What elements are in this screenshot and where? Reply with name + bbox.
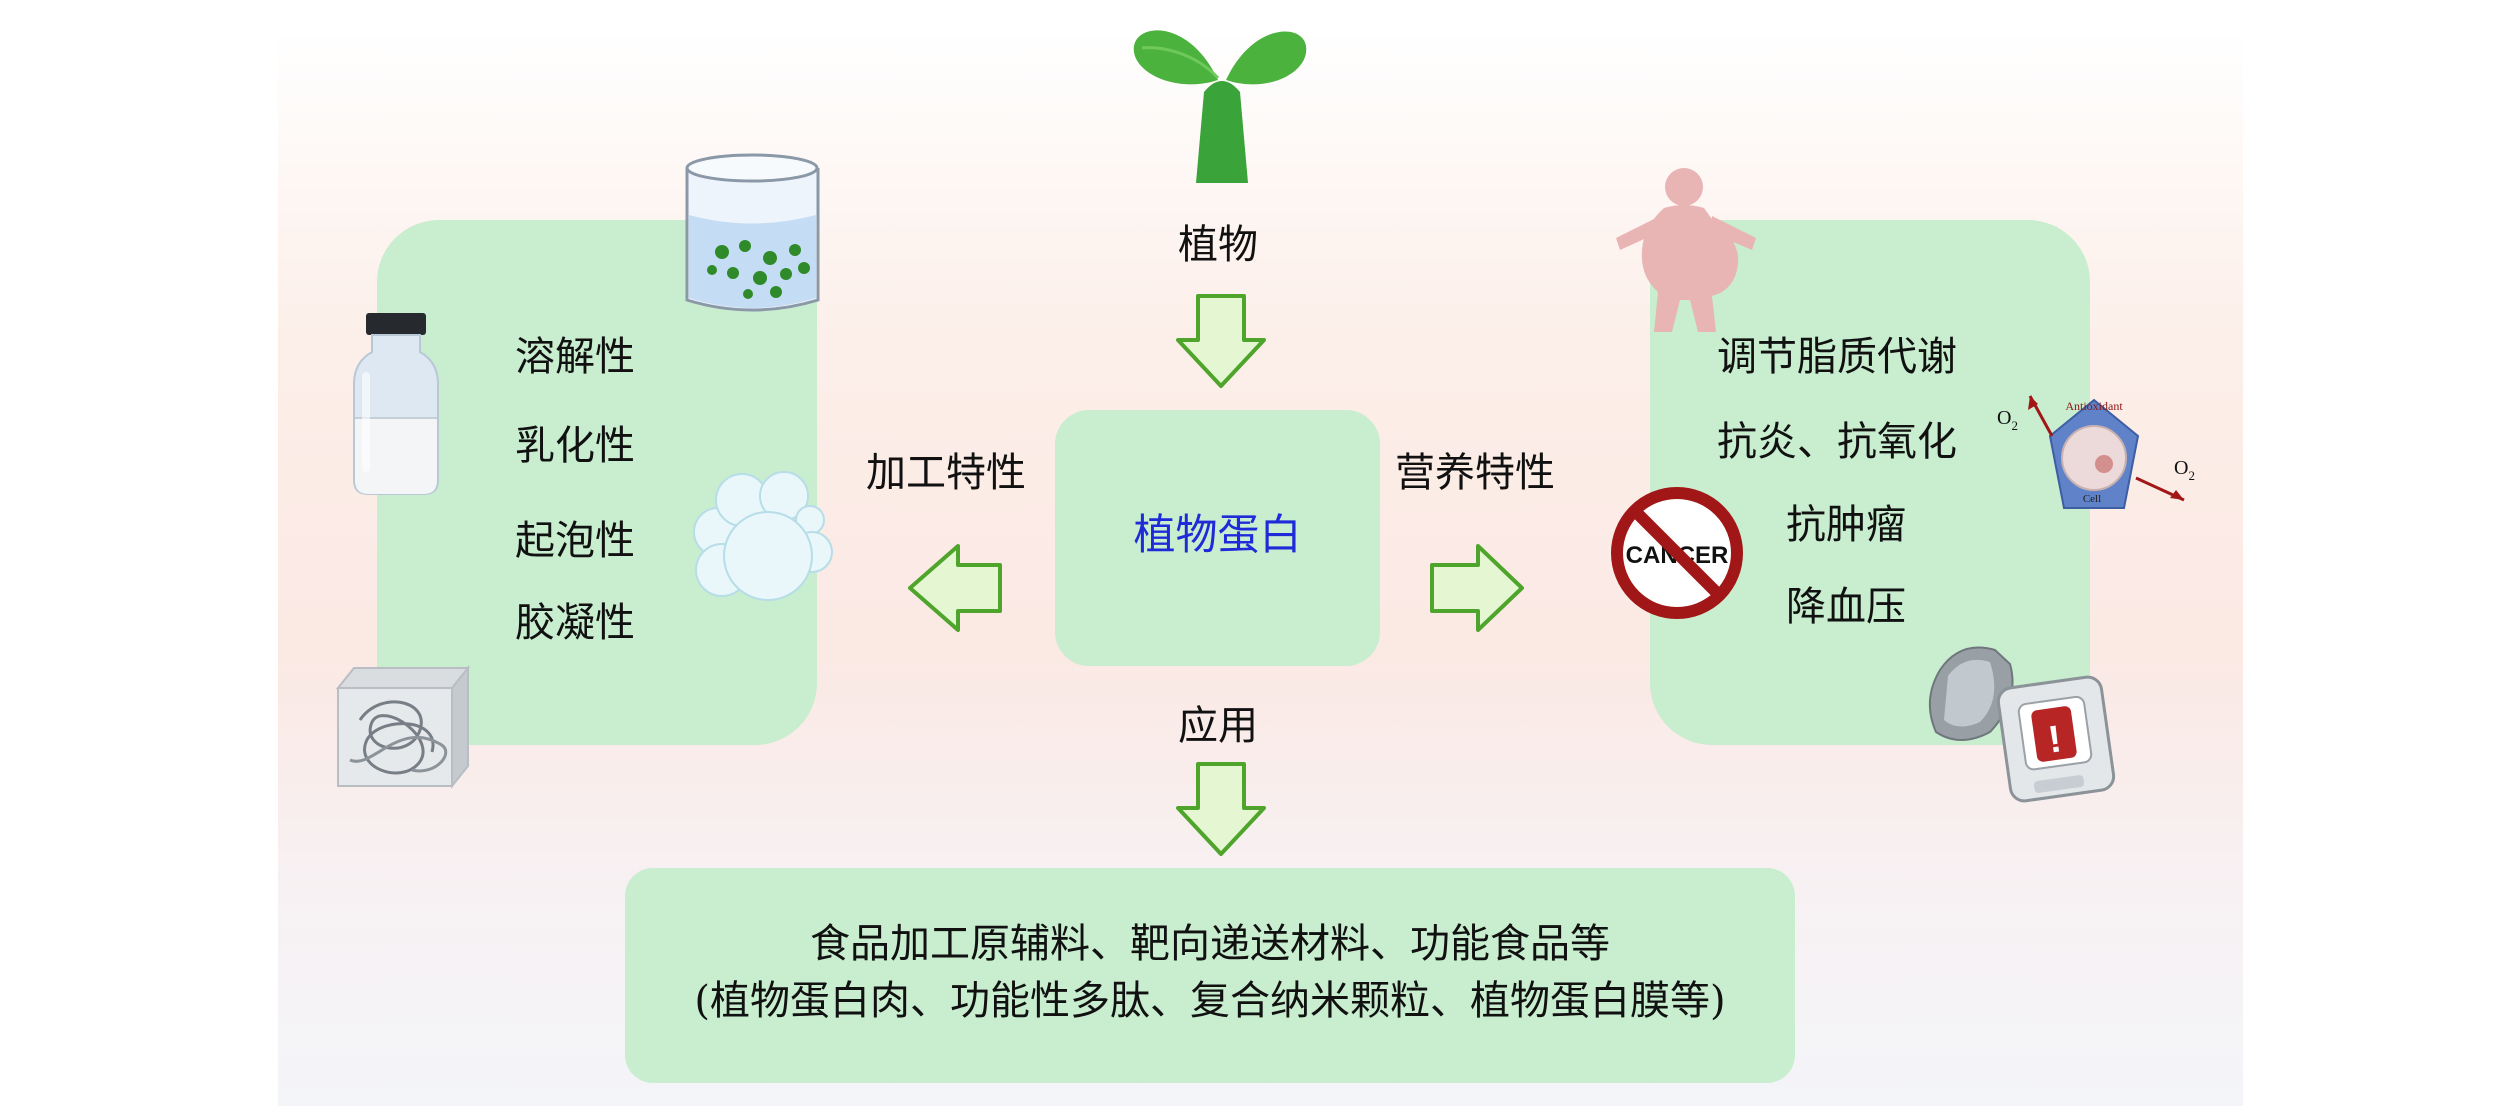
oxygen-label-2: O [2174, 457, 2188, 479]
nutritional-properties-label: 营养特性 [1395, 450, 1555, 496]
down-arrow-bottom [1176, 762, 1266, 856]
nutritional-properties-panel [1650, 220, 2090, 745]
right-arrow [1430, 544, 1524, 632]
applications-line-1: 食品加工原辅料、靶向递送材料、功能食品等 [810, 921, 1610, 967]
antioxidant-cell-icon: Antioxidant Cell O2 O2 [1997, 395, 2195, 509]
no-cancer-sign-icon: CANCER [1611, 487, 1743, 619]
alert-mark: ! [2046, 718, 2064, 761]
applications-line-2: (植物蛋白肉、功能性多肽、复合纳米颗粒、植物蛋白膜等) [694, 978, 1726, 1024]
plant-protein-box [1055, 410, 1380, 666]
nutrition-anti-inflammatory: 抗炎、抗氧化 [1717, 419, 1957, 465]
processing-properties-label: 加工特性 [866, 450, 1026, 496]
property-gelling: 胶凝性 [515, 600, 635, 646]
svg-text:O2: O2 [2174, 457, 2195, 483]
cell-label: Cell [2083, 493, 2101, 505]
nutrition-lipid-metabolism: 调节脂质代谢 [1717, 334, 1957, 380]
left-arrow [908, 544, 1002, 632]
plant-label: 植物 [1178, 222, 1258, 268]
antioxidant-label: Antioxidant [2065, 399, 2123, 413]
body-figure-icon [1616, 168, 1756, 332]
applications-box [625, 868, 1795, 1083]
blood-pressure-monitor-icon: ! [1928, 646, 2116, 803]
beaker-icon [685, 153, 820, 312]
property-foaming: 起泡性 [515, 518, 635, 564]
svg-text:O2: O2 [1997, 407, 2018, 433]
gel-network-icon [335, 665, 471, 789]
property-solubility: 溶解性 [515, 334, 635, 380]
oxygen-subscript-1: 2 [2011, 418, 2018, 433]
down-arrow-top [1176, 294, 1266, 388]
applications-label: 应用 [1178, 703, 1258, 749]
property-emulsifying: 乳化性 [515, 423, 635, 469]
bottle-icon [353, 313, 439, 495]
sprout-icon [1133, 30, 1307, 183]
oxygen-subscript-2: 2 [2188, 468, 2195, 483]
center-title: 植物蛋白 [1133, 510, 1302, 559]
foam-bubbles-icon [693, 471, 833, 601]
nutrition-antihypertensive: 降血压 [1786, 584, 1906, 630]
nutrition-antitumor: 抗肿瘤 [1786, 502, 1906, 548]
oxygen-label-1: O [1997, 407, 2011, 429]
